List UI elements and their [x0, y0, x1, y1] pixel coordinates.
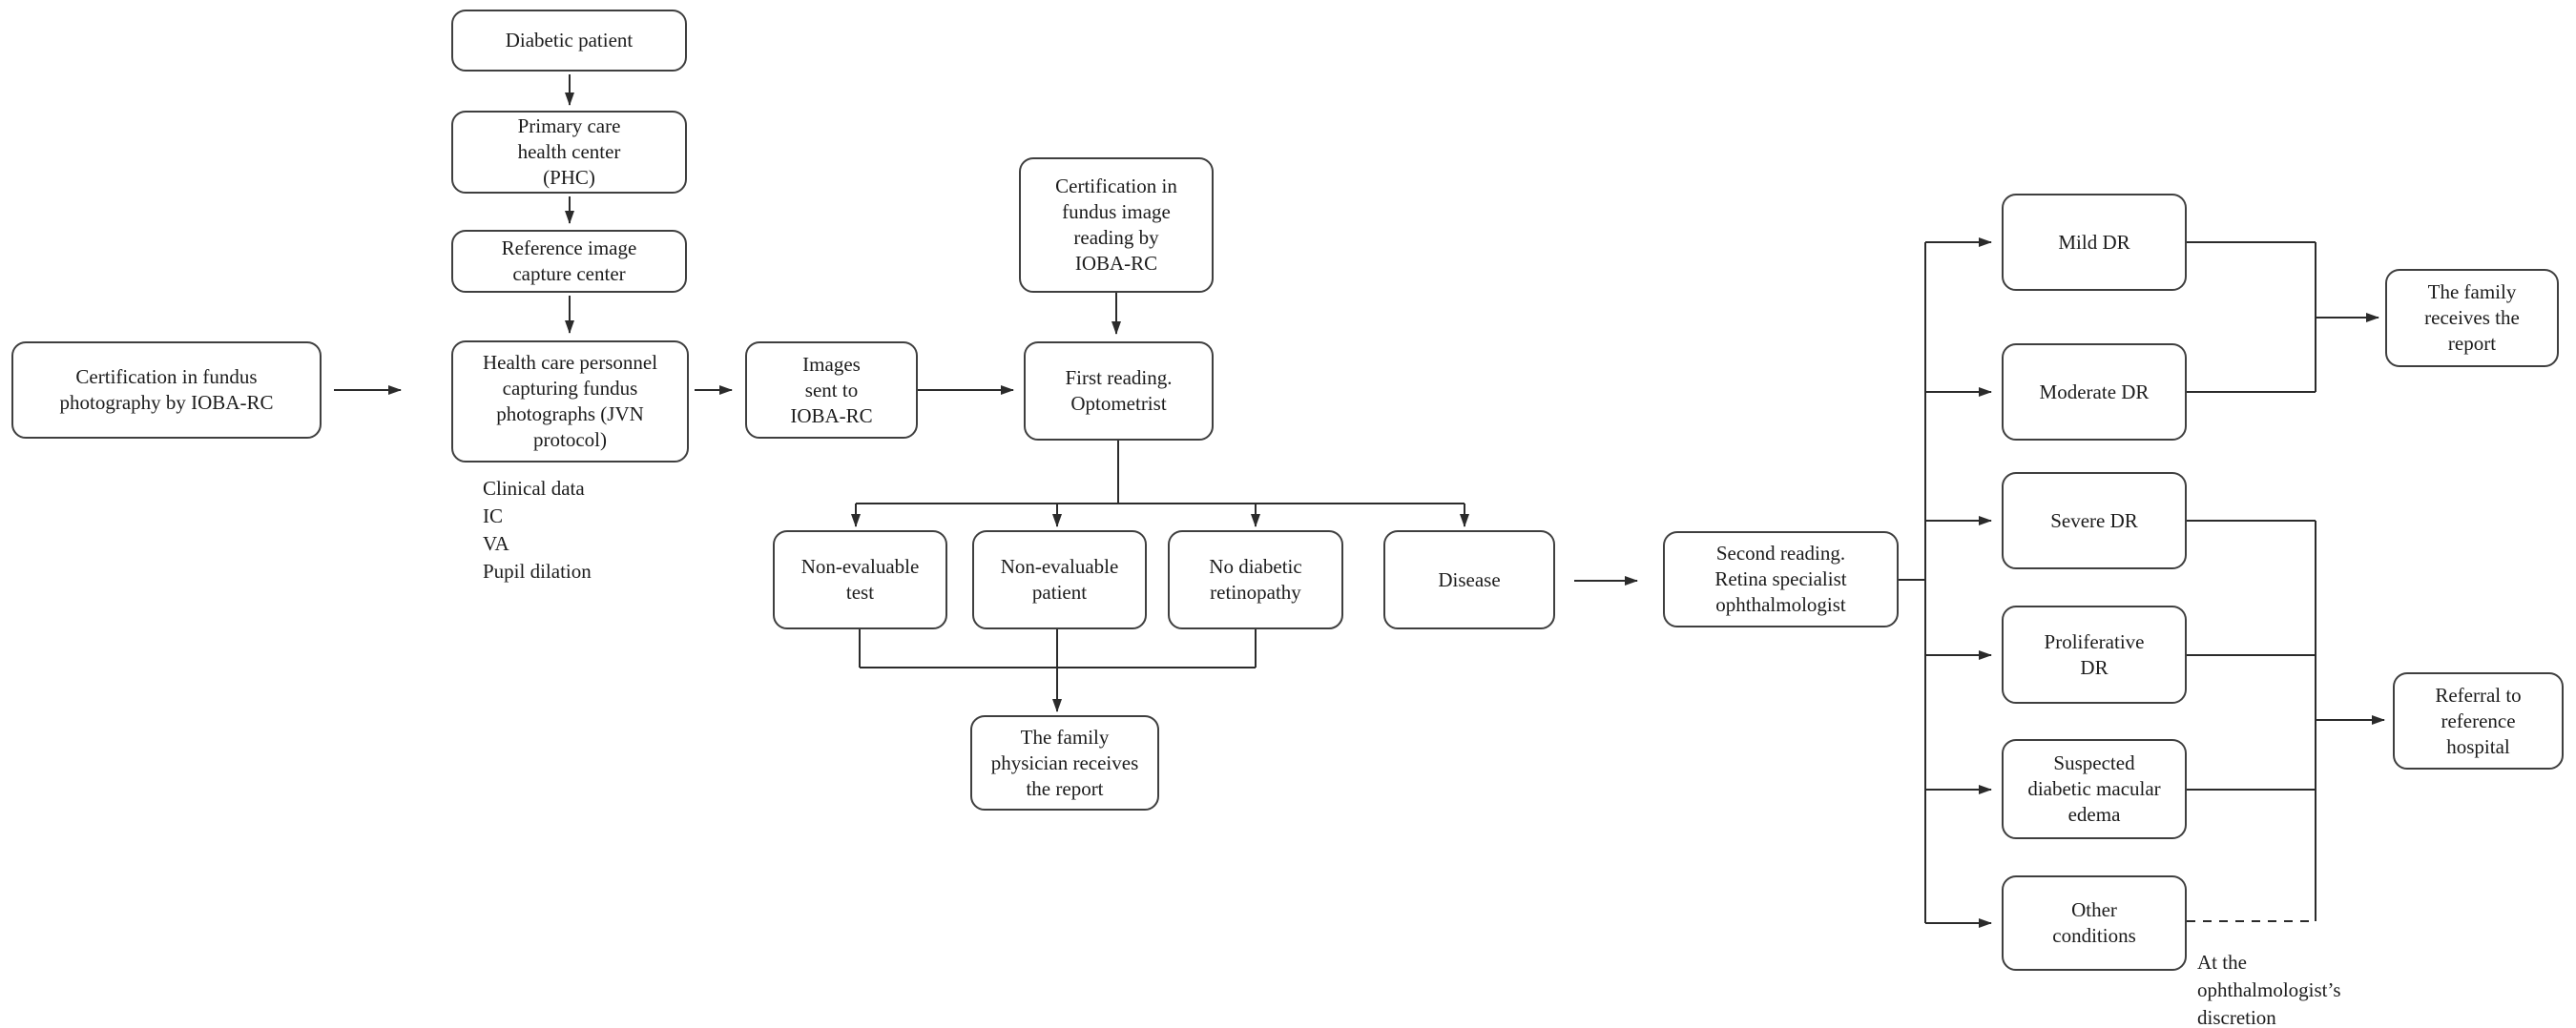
node-family-physician-receives-report: The family physician receives the report: [970, 715, 1159, 811]
node-reference-image-capture-center: Reference image capture center: [451, 230, 687, 293]
node-family-receives-report: The family receives the report: [2385, 269, 2559, 367]
node-certification-fundus-photography: Certification in fundus photography by I…: [11, 341, 322, 439]
node-second-reading-retina-specialist: Second reading. Retina specialist ophtha…: [1663, 531, 1899, 627]
capture-checklist-note: Clinical data IC VA Pupil dilation: [483, 477, 592, 583]
node-diabetic-patient: Diabetic patient: [451, 10, 687, 72]
node-certification-fundus-image-reading: Certification in fundus image reading by…: [1019, 157, 1214, 293]
node-images-sent-to-ioba-rc: Images sent to IOBA-RC: [745, 341, 918, 439]
node-proliferative-dr: Proliferative DR: [2002, 606, 2187, 704]
node-mild-dr: Mild DR: [2002, 194, 2187, 291]
node-disease: Disease: [1383, 530, 1555, 629]
node-non-evaluable-test: Non-evaluable test: [773, 530, 947, 629]
node-first-reading-optometrist: First reading. Optometrist: [1024, 341, 1214, 441]
node-non-evaluable-patient: Non-evaluable patient: [972, 530, 1147, 629]
node-referral-reference-hospital: Referral to reference hospital: [2393, 672, 2564, 770]
node-suspected-diabetic-macular-edema: Suspected diabetic macular edema: [2002, 739, 2187, 839]
ophthalmologist-discretion-note: At the ophthalmologist’s discretion: [2197, 951, 2341, 1028]
node-primary-care-health-center: Primary care health center (PHC): [451, 111, 687, 194]
node-severe-dr: Severe DR: [2002, 472, 2187, 569]
node-health-care-personnel: Health care personnel capturing fundus p…: [451, 340, 689, 463]
node-moderate-dr: Moderate DR: [2002, 343, 2187, 441]
node-other-conditions: Other conditions: [2002, 875, 2187, 971]
node-no-diabetic-retinopathy: No diabetic retinopathy: [1168, 530, 1343, 629]
